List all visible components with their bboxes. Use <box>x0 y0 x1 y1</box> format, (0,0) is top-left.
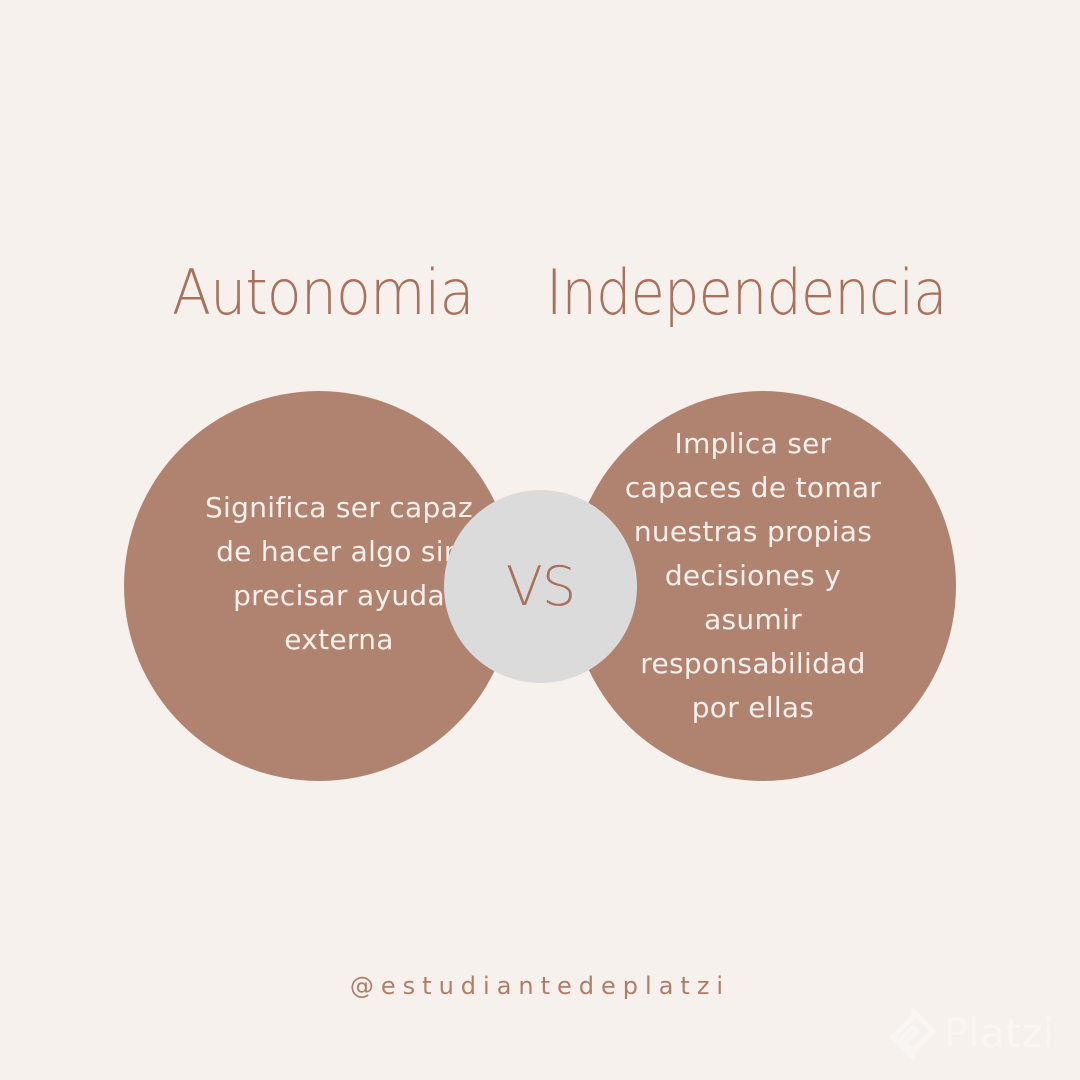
vs-label: VS <box>505 555 576 618</box>
right-title: Independencia <box>546 256 947 329</box>
platzi-logo-icon <box>890 1008 936 1060</box>
left-description: Significa ser capaz de hacer algo sin pr… <box>204 490 474 656</box>
vs-circle: VS <box>444 490 637 683</box>
watermark-text: Platzi <box>944 1011 1055 1057</box>
social-handle: @estudiantedeplatzi <box>349 972 731 1000</box>
right-description: Implica ser capaces de tomar nuestras pr… <box>624 427 882 724</box>
left-title: Autonomia <box>172 256 474 329</box>
platzi-watermark: Platzi <box>890 1008 1055 1060</box>
